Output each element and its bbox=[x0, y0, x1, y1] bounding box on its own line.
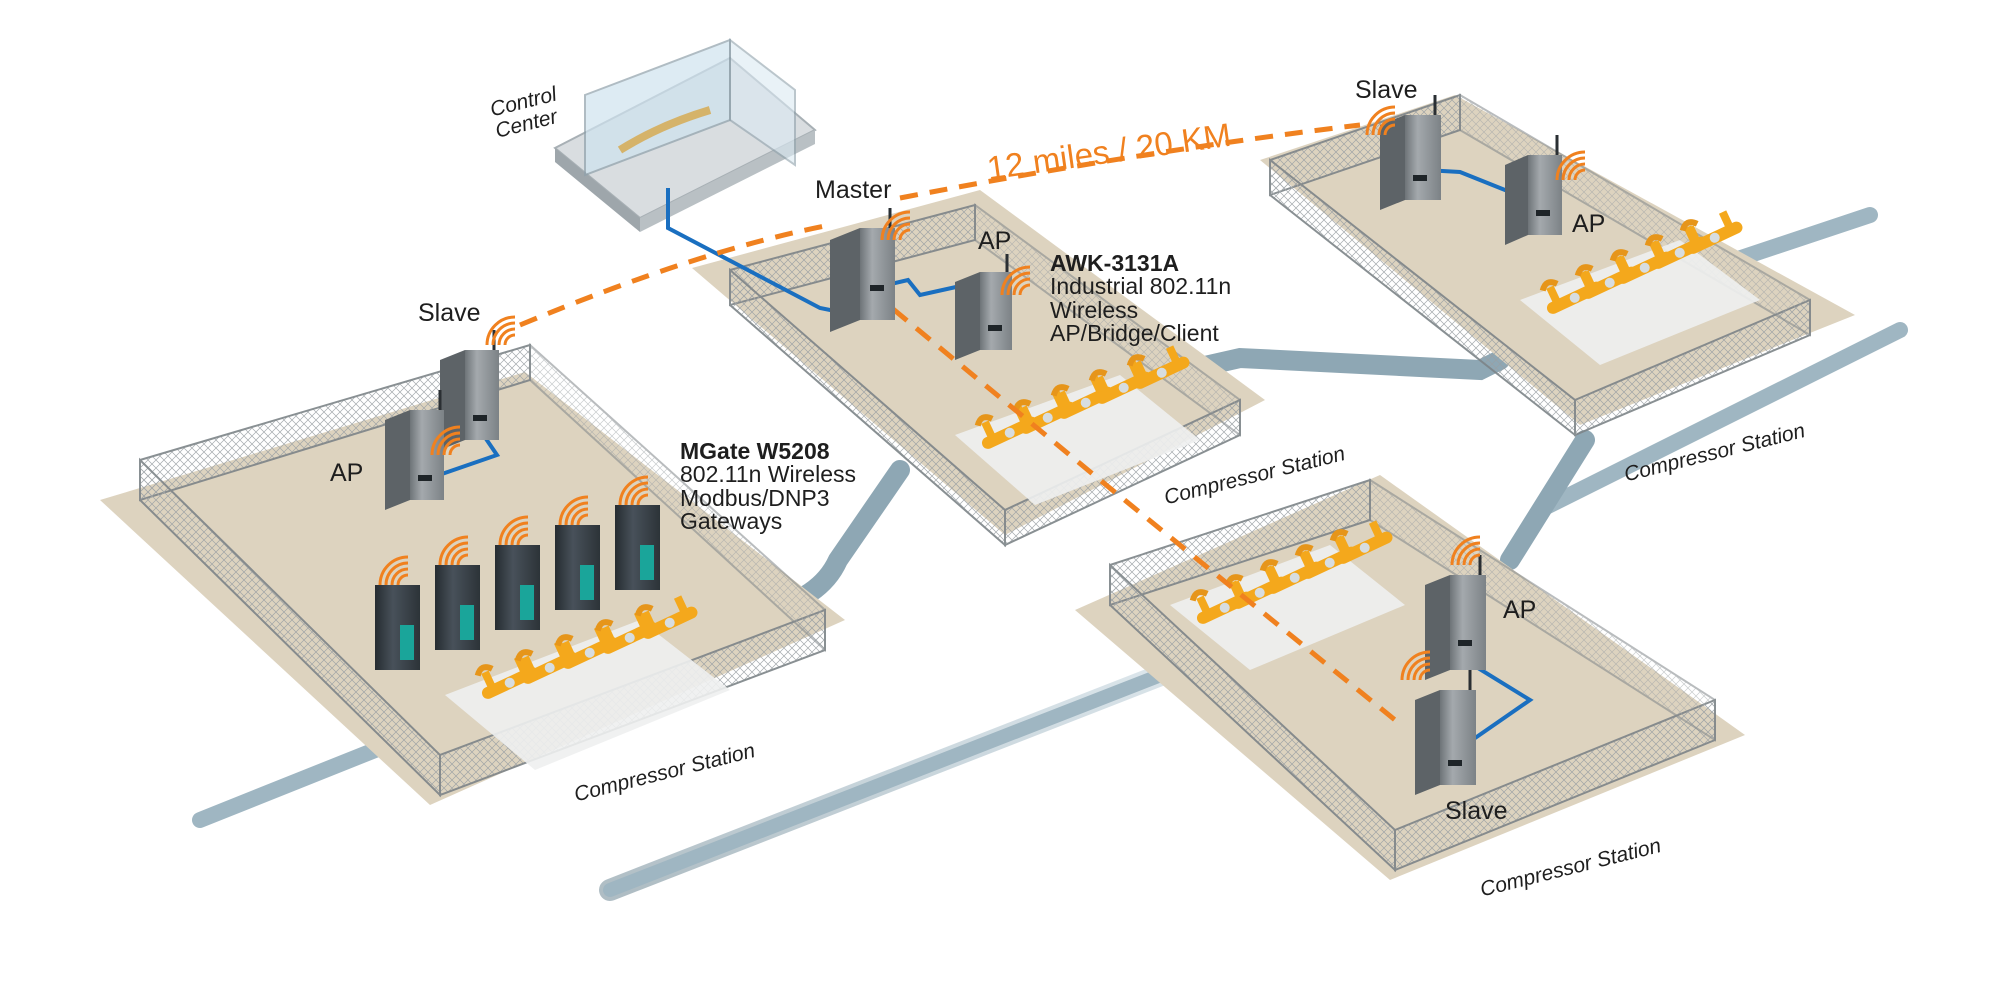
compressor-valves-left bbox=[445, 587, 730, 770]
mgate-4 bbox=[555, 495, 600, 610]
device-master bbox=[830, 208, 912, 332]
device-ap-topright bbox=[1505, 135, 1587, 245]
device-slave-bottomright bbox=[1400, 650, 1476, 795]
slave-bottomright-label: Slave bbox=[1445, 797, 1508, 825]
mgate-1 bbox=[375, 555, 420, 670]
wireless-links bbox=[519, 122, 1397, 722]
device-slave-left bbox=[440, 315, 517, 450]
mgate-product-line1: 802.11n Wireless bbox=[680, 461, 856, 488]
compressor-valves-center bbox=[955, 337, 1200, 505]
mgate-product-name: MGate W5208 bbox=[680, 438, 830, 464]
fence-bottomright bbox=[1109, 478, 1716, 873]
mgate-3 bbox=[495, 515, 540, 630]
ap-bottomright-label: AP bbox=[1503, 596, 1537, 624]
ap-topright-label: AP bbox=[1572, 210, 1606, 238]
device-slave-topright bbox=[1365, 95, 1441, 210]
ap-left-label: AP bbox=[330, 459, 364, 487]
compressor-valves-bottomright bbox=[1170, 512, 1405, 670]
awk-product-line2: Wireless bbox=[1050, 296, 1139, 323]
control-center-building bbox=[553, 37, 817, 232]
device-ap-left bbox=[385, 390, 462, 510]
mgate-product-label: MGate W5208 802.11n Wireless Modbus/DNP3… bbox=[680, 438, 856, 535]
master-label: Master bbox=[815, 176, 892, 204]
device-ap-center bbox=[955, 254, 1032, 360]
mgate-5 bbox=[615, 475, 660, 590]
pipeline-main-bottom bbox=[599, 639, 1236, 901]
ap-center-label: AP bbox=[978, 227, 1012, 255]
awk-product-name: AWK-3131A bbox=[1050, 250, 1180, 276]
mgate-product-line2: Modbus/DNP3 bbox=[680, 484, 830, 511]
mgate-product-line3: Gateways bbox=[680, 508, 783, 535]
mgate-2 bbox=[435, 535, 480, 650]
slave-topright-label: Slave bbox=[1355, 76, 1418, 104]
awk-product-label: AWK-3131A Industrial 802.11n Wireless AP… bbox=[1050, 250, 1232, 347]
awk-product-line3: AP/Bridge/Client bbox=[1050, 320, 1219, 347]
slave-left-label: Slave bbox=[418, 299, 481, 327]
mgate-gateways bbox=[375, 475, 660, 670]
compressor-valves-topright bbox=[1520, 202, 1760, 365]
awk-product-line1: Industrial 802.11n bbox=[1050, 273, 1232, 300]
device-ap-bottomright bbox=[1425, 535, 1486, 680]
